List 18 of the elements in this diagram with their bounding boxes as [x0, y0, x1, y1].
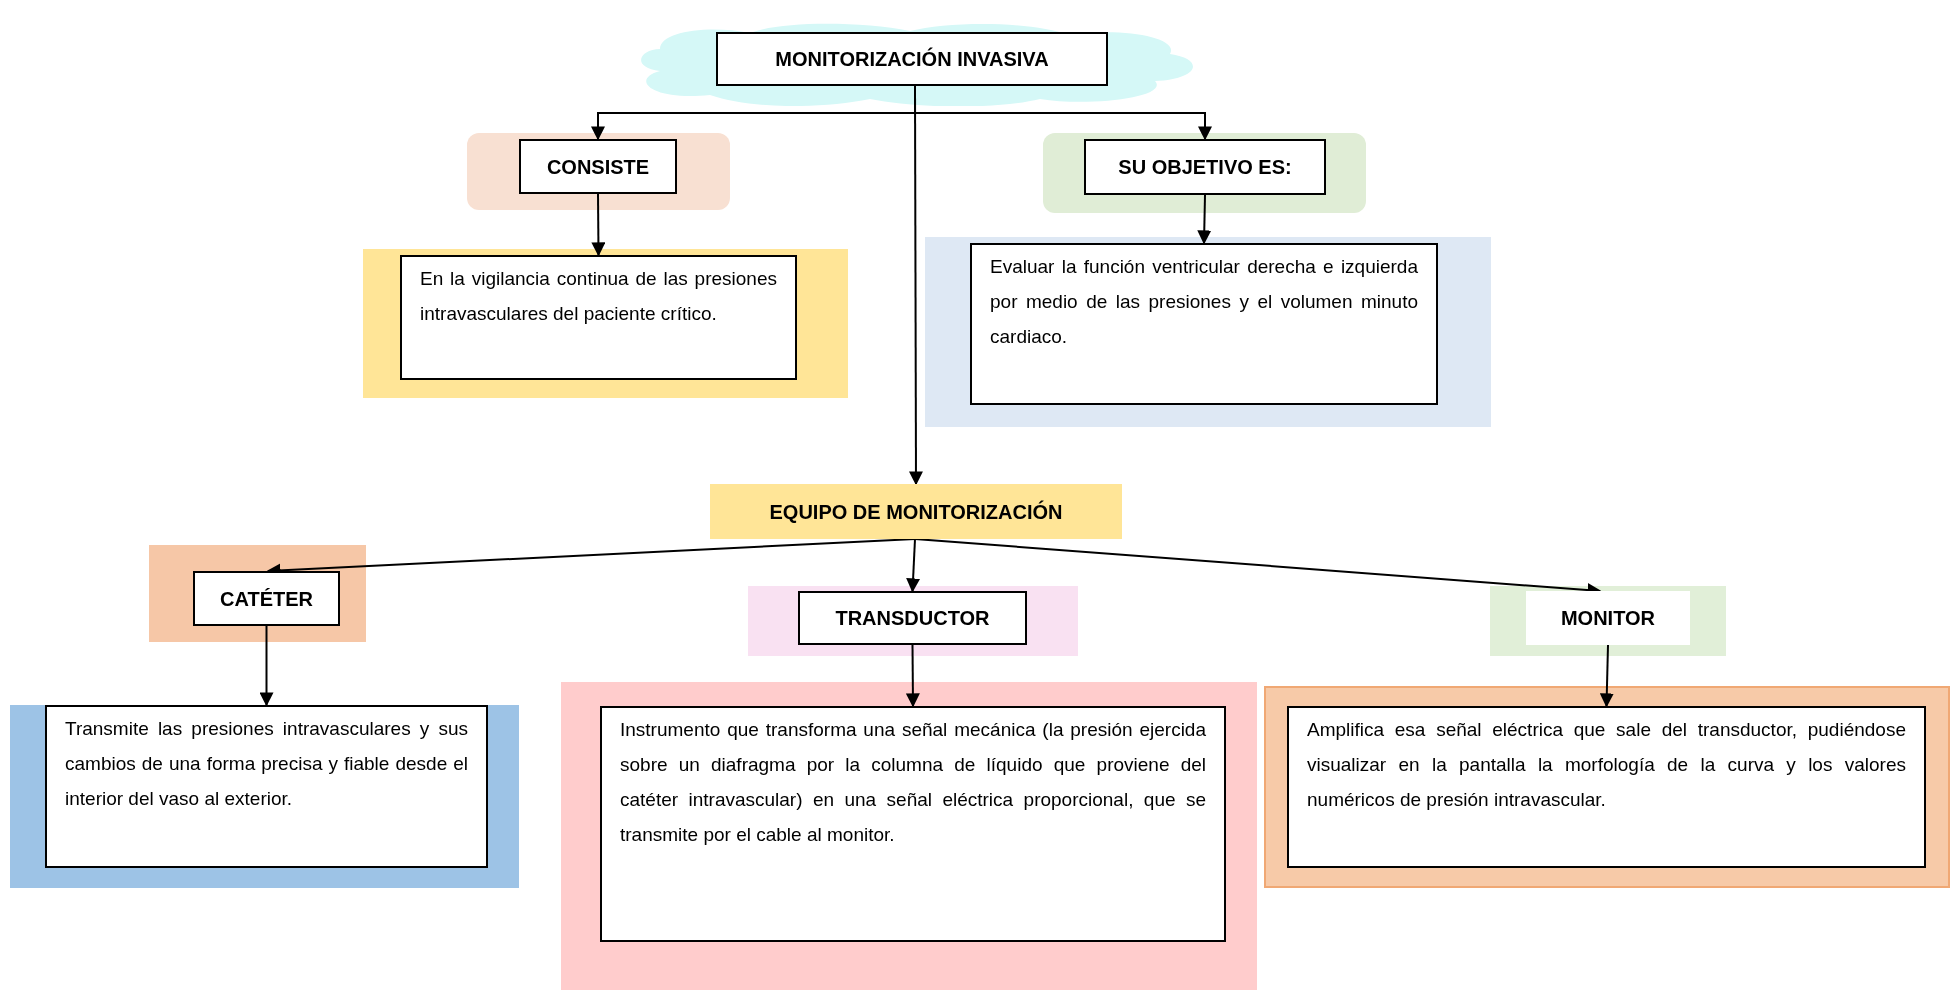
arrow: [591, 193, 606, 257]
heading-box: EQUIPO DE MONITORIZACIÓN: [710, 484, 1122, 539]
arrow: [1599, 644, 1614, 708]
description-box: Instrumento que transforma una señal mecánica (la presión ejercida sobre un diafragma por la columna de líquido que proviene del catéter intravascular) en una señal eléctrica proporcional, que se transmite por el cable al monitor.: [600, 706, 1226, 942]
heading-box: SU OBJETIVO ES:: [1084, 139, 1326, 195]
description-box: Evaluar la función ventricular derecha e izquierda por medio de las presiones y el volumen minuto cardiaco.: [970, 243, 1438, 405]
title-box: MONITORIZACIÓN INVASIVA: [716, 32, 1108, 86]
description-box: En la vigilancia continua de las presiones intravasculares del paciente crítico.: [400, 255, 797, 380]
heading-box: TRANSDUCTOR: [798, 591, 1027, 645]
arrow: [1197, 194, 1212, 245]
arrow: [906, 538, 921, 593]
heading-box: CATÉTER: [193, 571, 340, 626]
description-box: Transmite las presiones intravasculares y sus cambios de una forma precisa y fiable desde el interior del vaso al exterior.: [45, 705, 488, 868]
arrow: [259, 625, 274, 707]
description-box: Amplifica esa señal eléctrica que sale del transductor, pudiéndose visualizar en la pantalla la morfología de la curva y los valores numéricos de presión intravascular.: [1287, 706, 1926, 868]
heading-box: CONSISTE: [519, 139, 677, 194]
arrow: [905, 644, 920, 708]
heading-box: MONITOR: [1526, 591, 1690, 645]
